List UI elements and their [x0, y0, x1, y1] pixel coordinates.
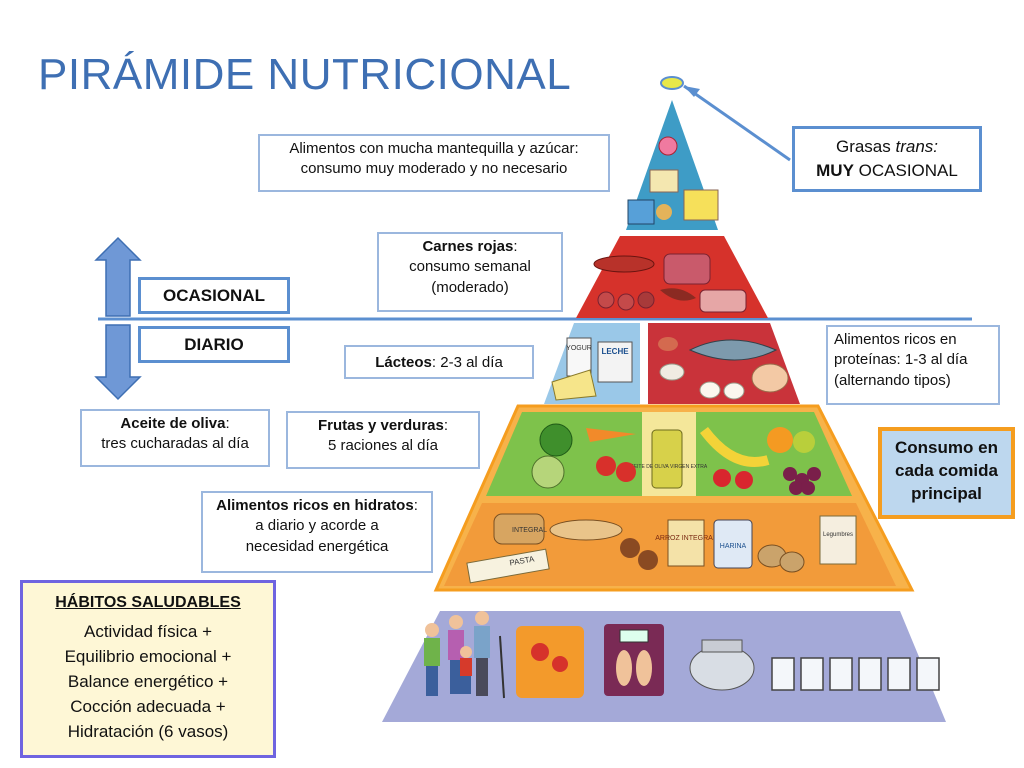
- arrow-up-icon: [94, 236, 142, 317]
- carrot-icon: [586, 428, 636, 442]
- legumes-bag-icon: [819, 515, 857, 565]
- apple-icon: [793, 431, 815, 453]
- egg-icon: [699, 381, 721, 399]
- legume-icon: [658, 337, 678, 351]
- chicken-icon: [751, 363, 789, 393]
- page-title: PIRÁMIDE NUTRICIONAL: [38, 50, 572, 99]
- occasional-tag: OCASIONAL: [138, 277, 290, 314]
- trans-fat-marker: [660, 76, 684, 90]
- habit-item: Cocción adecuada +: [70, 697, 226, 717]
- healthy-habits-box: HÁBITOS SALUDABLES Actividad física + Eq…: [20, 580, 276, 758]
- orange-icon: [767, 427, 793, 453]
- sweets-label-box: Alimentos con mucha mantequilla y azúcar…: [258, 134, 610, 192]
- carbs-label-box: Alimentos ricos en hidratos: a diario y …: [201, 491, 433, 573]
- olive-oil-icon: [651, 429, 683, 489]
- habit-item: Hidratación (6 vasos): [67, 722, 229, 742]
- protein-label-box: Alimentos ricos en proteínas: 1-3 al día…: [826, 325, 1000, 405]
- habit-item: Equilibrio emocional +: [64, 646, 232, 666]
- oil-label-box: Aceite de oliva: tres cucharadas al día: [80, 409, 270, 467]
- svg-text:HARINA: HARINA: [720, 543, 747, 550]
- svg-text:PASTA: PASTA: [509, 554, 536, 567]
- banana-icon: [700, 426, 770, 467]
- bread-icon: [493, 513, 545, 545]
- water-glasses-icon: [771, 657, 940, 691]
- trans-fats-box: Grasas trans: MUY OCASIONAL: [792, 126, 982, 192]
- croissant-icon: [656, 204, 672, 220]
- svg-text:ACEITE DE OLIVA VIRGEN EXTRA: ACEITE DE OLIVA VIRGEN EXTRA: [627, 464, 708, 470]
- main-meal-box: Consumo en cada comida principal: [878, 427, 1015, 519]
- arrow-down-icon: [94, 324, 142, 401]
- steamer-pot-icon: [689, 645, 755, 691]
- lettuce-icon: [531, 455, 565, 489]
- tomato-icon: [596, 456, 616, 476]
- yogurt-icon: [566, 337, 592, 377]
- milk-label: LECHE: [601, 347, 629, 356]
- pasta-icon: [466, 548, 550, 584]
- family-icon: [424, 611, 505, 699]
- red-meat-label-box: Carnes rojas: consumo semanal (moderado): [377, 232, 563, 312]
- fish-icon: [688, 339, 778, 361]
- chestnut-icon: [620, 538, 640, 558]
- snacks-icon: [627, 199, 655, 225]
- habit-item: Balance energético +: [67, 671, 229, 691]
- pointer-line: [683, 84, 791, 162]
- ham-icon: [699, 289, 747, 313]
- flour-icon: [713, 519, 753, 569]
- strawberry-icon: [713, 469, 731, 487]
- grapes-icon: [783, 467, 797, 481]
- broccoli-icon: [539, 423, 573, 457]
- svg-text:INTEGRAL: INTEGRAL: [512, 527, 547, 534]
- rice-icon: [667, 519, 705, 567]
- lollipop-icon: [658, 136, 678, 156]
- svg-text:Legumbres: Legumbres: [823, 532, 853, 538]
- habit-item: Actividad física +: [83, 621, 213, 641]
- healthy-habits-title: HÁBITOS SALUDABLES: [55, 594, 241, 611]
- sausage-icon: [593, 255, 655, 273]
- milk-icon: [597, 341, 633, 383]
- cake-icon: [649, 169, 679, 193]
- yogurt-label: YOGUR: [566, 345, 592, 352]
- brain-icon: [516, 626, 584, 698]
- cheese-icon: [551, 369, 597, 401]
- fruit-veg-label-box: Frutas y verduras: 5 raciones al día: [286, 411, 480, 469]
- butter-icon: [683, 189, 719, 221]
- daily-tag: DIARIO: [138, 326, 290, 363]
- baguette-icon: [549, 519, 623, 541]
- svg-text:ARROZ INTEGRAL: ARROZ INTEGRAL: [655, 535, 717, 542]
- dairy-label-box: Lácteos: 2-3 al día: [344, 345, 534, 379]
- steak-icon: [663, 253, 711, 285]
